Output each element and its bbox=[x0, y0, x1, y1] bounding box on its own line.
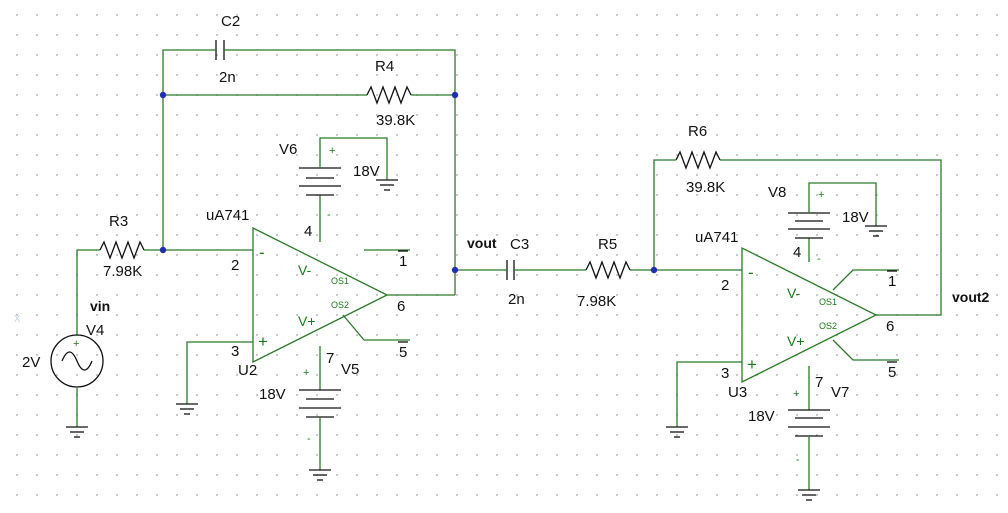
v7-plus-sign: + bbox=[793, 388, 799, 400]
u3-pin-3: 3 bbox=[721, 365, 729, 382]
u3-pin-6: 6 bbox=[886, 318, 894, 335]
stage2-wires bbox=[518, 159, 942, 490]
u2-os1-label: OS1 bbox=[331, 276, 349, 286]
u3-name-label: U3 bbox=[728, 384, 747, 401]
v6-plus-sign: + bbox=[329, 145, 335, 157]
v8-minus-sign: - bbox=[817, 253, 821, 265]
junction-node bbox=[451, 91, 459, 99]
v6-name-label: V6 bbox=[279, 141, 297, 158]
r6-name-label: R6 bbox=[688, 123, 707, 140]
ground-symbol bbox=[176, 403, 198, 415]
u2-os2-label: OS2 bbox=[331, 300, 349, 310]
u2-vpos-label: V+ bbox=[298, 313, 316, 329]
u2-inv-sign: - bbox=[259, 243, 265, 262]
net-label-vin: vin bbox=[90, 298, 110, 314]
ground-symbol bbox=[666, 426, 688, 438]
junction-node bbox=[159, 91, 167, 99]
v5-plus-sign: + bbox=[303, 367, 309, 379]
r6-value-label: 39.8K bbox=[686, 179, 725, 196]
u3-pin-7: 7 bbox=[815, 374, 823, 391]
opamp-u3[interactable] bbox=[741, 246, 878, 384]
u3-os2-label: OS2 bbox=[819, 321, 837, 331]
u2-pin-6: 6 bbox=[397, 298, 405, 315]
u3-inv-sign: - bbox=[748, 263, 754, 282]
u3-os1-label: OS1 bbox=[819, 297, 837, 307]
u2-pin-1: 1 bbox=[399, 253, 407, 270]
r4-name-label: R4 bbox=[375, 58, 394, 75]
u2-part-label: uA741 bbox=[206, 207, 249, 224]
r3-value-label: 7.98K bbox=[103, 263, 142, 280]
r5-value-label: 7.98K bbox=[577, 293, 616, 310]
ground-symbol bbox=[865, 225, 887, 237]
u3-pin-5: 5 bbox=[888, 364, 896, 381]
dc-source-v7[interactable] bbox=[788, 409, 830, 447]
stage1-wires bbox=[76, 49, 503, 470]
capacitor-c3[interactable] bbox=[503, 260, 518, 280]
u3-vneg-label: V- bbox=[787, 285, 801, 301]
net-label-vout: vout bbox=[467, 235, 497, 251]
v4-plus-sign: + bbox=[73, 338, 79, 350]
junction-node bbox=[159, 246, 167, 254]
u2-pin-7: 7 bbox=[326, 350, 334, 367]
v8-value-label: 18V bbox=[842, 209, 869, 226]
v5-name-label: V5 bbox=[341, 361, 359, 378]
ground-symbol bbox=[798, 489, 820, 501]
dc-source-v5[interactable] bbox=[299, 389, 341, 428]
dc-source-v8[interactable] bbox=[788, 205, 830, 239]
u2-pin-3: 3 bbox=[231, 343, 239, 360]
c2-name-label: C2 bbox=[221, 13, 240, 30]
v5-value-label: 18V bbox=[259, 386, 286, 403]
v7-name-label: V7 bbox=[831, 384, 849, 401]
u2-pin-4: 4 bbox=[304, 223, 312, 240]
v7-value-label: 18V bbox=[748, 408, 775, 425]
resistor-r4[interactable] bbox=[366, 85, 412, 105]
junction-node bbox=[451, 266, 459, 274]
ground-symbol bbox=[376, 179, 398, 191]
resistor-r6[interactable] bbox=[675, 150, 721, 170]
r3-name-label: R3 bbox=[109, 213, 128, 230]
u3-pin-2: 2 bbox=[721, 277, 729, 294]
v4-value-label: 2V bbox=[22, 354, 40, 371]
dc-source-v6[interactable] bbox=[299, 160, 341, 196]
resistor-r5[interactable] bbox=[585, 260, 631, 280]
opamp-u2[interactable] bbox=[252, 226, 389, 364]
capacitor-c2[interactable] bbox=[212, 40, 228, 60]
v8-plus-sign: + bbox=[818, 189, 824, 201]
v6-value-label: 18V bbox=[353, 163, 380, 180]
r5-name-label: R5 bbox=[598, 236, 617, 253]
c3-value-label: 2n bbox=[508, 291, 525, 308]
ground-symbol bbox=[309, 469, 331, 481]
ac-source-v4[interactable] bbox=[50, 334, 104, 388]
net-label-vout2: vout2 bbox=[952, 289, 990, 305]
stray-mark: x bbox=[14, 310, 21, 325]
r4-value-label: 39.8K bbox=[376, 112, 415, 129]
u3-vpos-label: V+ bbox=[787, 333, 805, 349]
u3-pin-4: 4 bbox=[793, 244, 801, 261]
u2-name-label: U2 bbox=[238, 362, 257, 379]
v4-name-label: V4 bbox=[86, 322, 104, 339]
v6-minus-sign: - bbox=[327, 209, 331, 221]
u3-pin-1: 1 bbox=[888, 273, 896, 290]
u3-noninv-sign: + bbox=[747, 355, 757, 374]
u3-part-label: uA741 bbox=[695, 229, 738, 246]
u2-pin-2: 2 bbox=[231, 257, 239, 274]
u2-vneg-label: V- bbox=[298, 262, 312, 278]
c2-value-label: 2n bbox=[219, 69, 236, 86]
ground-symbol bbox=[66, 426, 88, 438]
v5-minus-sign: - bbox=[307, 433, 311, 445]
resistor-r3[interactable] bbox=[99, 240, 145, 260]
u2-pin-5: 5 bbox=[399, 344, 407, 361]
junction-node bbox=[650, 266, 658, 274]
v7-minus-sign: - bbox=[796, 454, 800, 466]
c3-name-label: C3 bbox=[510, 236, 529, 253]
u2-noninv-sign: + bbox=[258, 332, 268, 351]
v8-name-label: V8 bbox=[768, 184, 786, 201]
